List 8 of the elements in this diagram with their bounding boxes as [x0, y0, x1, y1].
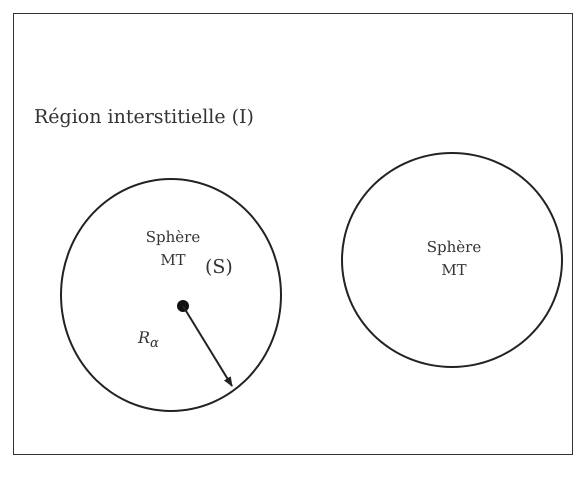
radius-label: R$_{α}$: [138, 328, 160, 352]
region-symbol: (S): [205, 256, 233, 278]
sphere-circle: [60, 178, 282, 412]
sphere-label: Sphère MT: [144, 227, 202, 270]
region-label: Région interstitielle (I): [34, 106, 254, 128]
sphere-circle: [341, 152, 563, 368]
region-frame: [13, 13, 573, 455]
sphere-label: Sphère MT: [426, 237, 482, 280]
